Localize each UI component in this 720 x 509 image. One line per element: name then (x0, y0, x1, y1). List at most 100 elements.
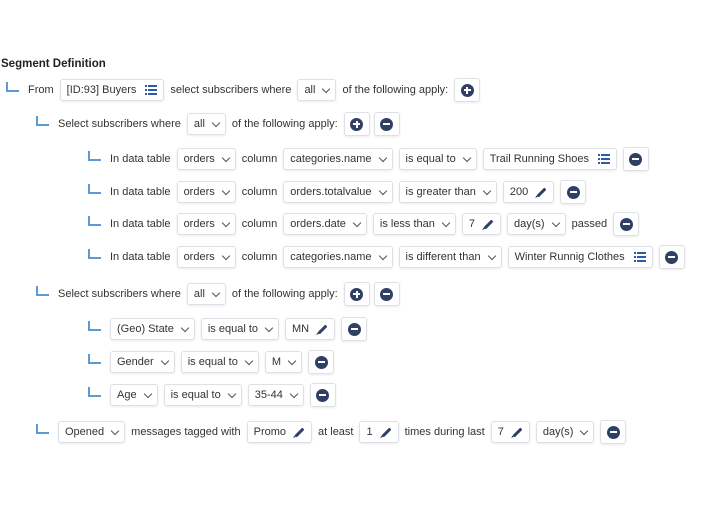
condition-row: Gender is equal to M (88, 350, 338, 374)
period-input[interactable]: 7 (490, 421, 530, 443)
column-dropdown[interactable]: orders.date (283, 213, 367, 235)
chevron-down-icon (378, 153, 387, 162)
table-dropdown[interactable]: orders (176, 246, 236, 268)
chevron-down-icon (487, 251, 496, 260)
action-rule-row: Opened messages tagged with Promo at lea… (36, 420, 630, 444)
minus-circle-icon (380, 287, 394, 301)
plus-circle-icon (350, 117, 364, 131)
add-condition-button[interactable] (343, 282, 370, 306)
column-dropdown[interactable]: orders.totalvalue (283, 181, 393, 203)
passed-label: passed (571, 218, 608, 230)
column-dropdown[interactable]: categories.name (283, 246, 393, 268)
value-input[interactable]: MN (285, 318, 336, 340)
chevron-down-icon (211, 118, 221, 127)
chevron-down-icon (221, 218, 230, 227)
remove-condition-button[interactable] (308, 350, 335, 374)
pencil-icon (317, 324, 328, 334)
chevron-down-icon (462, 153, 471, 162)
page-title: Segment Definition (1, 58, 106, 70)
operator-dropdown[interactable]: is different than (398, 246, 502, 268)
operator-dropdown[interactable]: is equal to (163, 384, 242, 406)
value-dropdown[interactable]: 35-44 (247, 384, 304, 406)
remove-condition-button[interactable] (658, 245, 685, 269)
plus-circle-icon (350, 287, 364, 301)
pencil-icon (512, 427, 523, 437)
action-dropdown[interactable]: Opened (58, 421, 126, 443)
root-rule-row: From [ID:93] Buyers select subscribers w… (6, 78, 484, 102)
condition-row: In data table orders column orders.date … (88, 212, 643, 236)
condition-row: In data table orders column categories.n… (88, 147, 653, 171)
remove-condition-button[interactable] (622, 147, 649, 171)
chevron-down-icon (221, 153, 230, 162)
operator-dropdown[interactable]: is equal to (200, 318, 280, 340)
remove-condition-button[interactable] (341, 317, 368, 341)
remove-condition-button[interactable] (309, 383, 336, 407)
minus-circle-icon (316, 388, 330, 402)
operator-dropdown[interactable]: is less than (372, 213, 456, 235)
operator-dropdown[interactable]: is equal to (398, 148, 477, 170)
unit-dropdown[interactable]: day(s) (507, 213, 566, 235)
remove-condition-button[interactable] (613, 212, 640, 236)
remove-condition-button[interactable] (560, 180, 587, 204)
minus-circle-icon (314, 355, 328, 369)
tree-connector (36, 116, 49, 126)
chevron-down-icon (289, 389, 299, 398)
field-dropdown[interactable]: Gender (110, 351, 175, 373)
add-condition-button[interactable] (343, 112, 370, 136)
remove-group-button[interactable] (373, 112, 400, 136)
group-row: Select subscribers where all of the foll… (36, 282, 404, 306)
column-dropdown[interactable]: categories.name (283, 148, 393, 170)
pencil-icon (483, 219, 494, 229)
list-picker[interactable]: [ID:93] Buyers (59, 79, 165, 101)
chevron-down-icon (244, 356, 254, 365)
add-condition-button[interactable] (454, 78, 481, 102)
times-label: times during last (404, 426, 485, 438)
tree-connector (88, 387, 101, 397)
pencil-icon (294, 427, 305, 437)
following-label: of the following apply: (342, 84, 449, 96)
tree-connector (88, 354, 101, 364)
following-label: of the following apply: (231, 288, 338, 300)
tree-connector (88, 216, 101, 226)
count-input[interactable]: 1 (359, 421, 399, 443)
table-dropdown[interactable]: orders (176, 181, 236, 203)
quantifier-dropdown[interactable]: all (186, 283, 226, 305)
tree-connector (88, 184, 101, 194)
chevron-down-icon (482, 186, 492, 195)
chevron-down-icon (352, 218, 362, 227)
tree-connector (36, 424, 49, 434)
chevron-down-icon (143, 389, 152, 398)
chevron-down-icon (110, 426, 120, 435)
tree-connector (88, 249, 101, 259)
table-dropdown[interactable]: orders (176, 148, 236, 170)
operator-dropdown[interactable]: is equal to (180, 351, 259, 373)
chevron-down-icon (322, 84, 331, 93)
quantifier-dropdown[interactable]: all (297, 79, 337, 101)
condition-row: In data table orders column orders.total… (88, 180, 590, 204)
chevron-down-icon (378, 186, 387, 195)
condition-row: (Geo) State is equal to MN (88, 317, 371, 341)
remove-group-button[interactable] (373, 282, 400, 306)
value-dropdown[interactable]: M (264, 351, 303, 373)
remove-condition-button[interactable] (600, 420, 627, 444)
field-dropdown[interactable]: (Geo) State (110, 318, 195, 340)
tree-connector (88, 321, 101, 331)
minus-circle-icon (566, 185, 580, 199)
operator-dropdown[interactable]: is greater than (398, 181, 497, 203)
pencil-icon (381, 427, 392, 437)
quantifier-dropdown[interactable]: all (186, 113, 226, 135)
column-label: column (241, 251, 278, 263)
field-dropdown[interactable]: Age (110, 384, 158, 406)
value-input[interactable]: 200 (502, 181, 555, 203)
tag-input[interactable]: Promo (246, 421, 313, 443)
value-picker[interactable]: Winter Runnig Clothes (507, 246, 653, 268)
value-picker[interactable]: Trail Running Shoes (482, 148, 617, 170)
tree-connector (6, 82, 19, 92)
plus-circle-icon (460, 83, 474, 97)
table-dropdown[interactable]: orders (176, 213, 236, 235)
unit-dropdown[interactable]: day(s) (535, 421, 595, 443)
at-least-label: at least (318, 426, 354, 438)
group-label: Select subscribers where (58, 118, 181, 130)
value-input[interactable]: 7 (461, 213, 502, 235)
column-label: column (241, 153, 278, 165)
